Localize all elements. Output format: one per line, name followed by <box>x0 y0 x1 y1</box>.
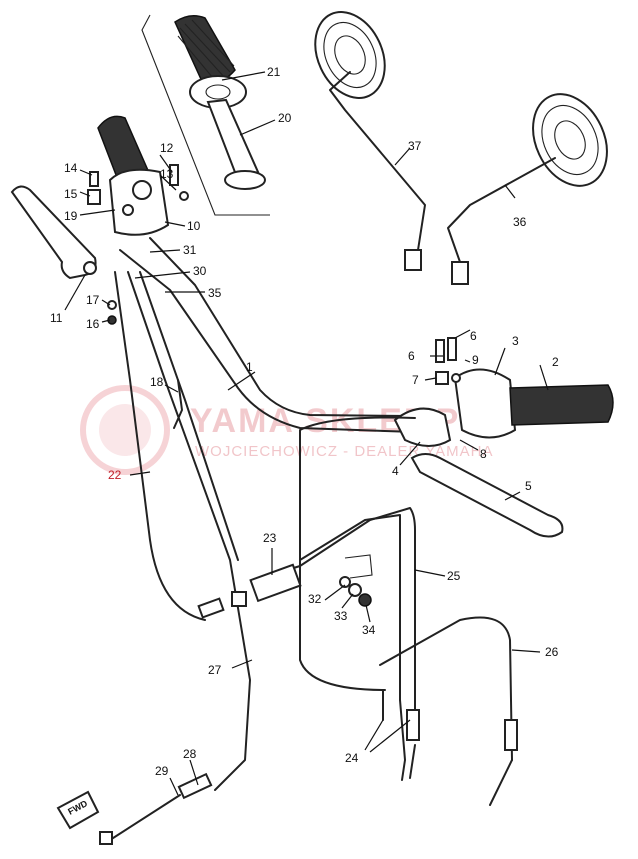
mirror-left <box>314 11 426 271</box>
label-part-22: 22 <box>108 468 122 482</box>
label-part-29: 29 <box>155 764 169 778</box>
leader-lines <box>64 71 549 796</box>
throttle-grip <box>174 15 247 109</box>
nut-17 <box>107 300 117 310</box>
label-part-6a: 6 <box>408 349 415 363</box>
collar-7 <box>435 371 449 385</box>
label-part-27: 27 <box>208 663 222 677</box>
collar-15 <box>87 189 101 205</box>
part-34 <box>358 593 372 607</box>
cable-22 <box>114 271 206 621</box>
label-part-33: 33 <box>334 609 348 623</box>
clutch-lever <box>10 185 97 280</box>
label-part-24: 24 <box>345 751 359 765</box>
label-part-35: 35 <box>208 286 222 300</box>
label-part-1: 1 <box>246 360 253 374</box>
label-part-15: 15 <box>64 187 78 201</box>
label-part-37: 37 <box>408 139 422 153</box>
label-part-14: 14 <box>64 161 78 175</box>
bolt-14 <box>89 171 99 187</box>
label-part-32: 32 <box>308 592 322 606</box>
cable-27 <box>127 271 251 791</box>
cable-group <box>114 271 251 791</box>
mirror-right <box>447 93 608 285</box>
handlebar <box>119 237 416 433</box>
part-32 <box>339 576 351 588</box>
label-part-4: 4 <box>392 464 399 478</box>
label-part-34: 34 <box>362 623 376 637</box>
label-part-3: 3 <box>512 334 519 348</box>
forward-direction-icon: FWD <box>56 790 100 830</box>
wire-18 <box>173 379 183 429</box>
throttle-cables <box>249 416 518 761</box>
bolt-6a <box>435 339 445 363</box>
watermark-logo-icon <box>80 385 170 475</box>
cable-25 <box>254 507 416 721</box>
label-part-23: 23 <box>263 531 277 545</box>
label-part-16: 16 <box>86 317 100 331</box>
label-part-17: 17 <box>86 293 100 307</box>
label-part-6b: 6 <box>470 329 477 343</box>
group-enclosure-line <box>141 14 270 216</box>
cable-26 <box>379 616 513 761</box>
label-part-18: 18 <box>150 375 164 389</box>
washer-13 <box>179 191 189 201</box>
label-part-26: 26 <box>545 645 559 659</box>
label-part-31: 31 <box>183 243 197 257</box>
label-part-2: 2 <box>552 355 559 369</box>
label-part-8: 8 <box>480 447 487 461</box>
label-part-12: 12 <box>160 141 174 155</box>
left-grip-assembly <box>97 115 170 236</box>
adjuster-28 <box>177 772 213 800</box>
label-part-20: 20 <box>278 111 292 125</box>
right-grip-assembly <box>453 368 614 439</box>
label-part-7: 7 <box>412 373 419 387</box>
label-part-28: 28 <box>183 747 197 761</box>
cable-junction-23 <box>249 563 302 603</box>
label-part-10: 10 <box>187 219 201 233</box>
label-part-36: 36 <box>513 215 527 229</box>
part-number-labels: 1 2 3 4 5 6 6 7 8 9 10 11 12 13 14 15 16… <box>50 65 559 778</box>
label-part-21: 21 <box>267 65 281 79</box>
label-part-19: 19 <box>64 209 78 223</box>
label-part-30: 30 <box>193 264 207 278</box>
watermark-subtitle: WOJCIECHOWICZ - DEALER YAMAHA <box>195 443 493 460</box>
label-part-25: 25 <box>447 569 461 583</box>
label-part-13: 13 <box>160 167 174 181</box>
label-part-9: 9 <box>472 353 479 367</box>
throttle-sleeve <box>206 98 266 190</box>
bolt-12 <box>169 164 179 186</box>
label-part-5: 5 <box>525 479 532 493</box>
bolt-6b <box>447 337 457 361</box>
label-part-11: 11 <box>50 311 63 325</box>
part-33 <box>348 583 362 597</box>
washer-9 <box>451 373 461 383</box>
